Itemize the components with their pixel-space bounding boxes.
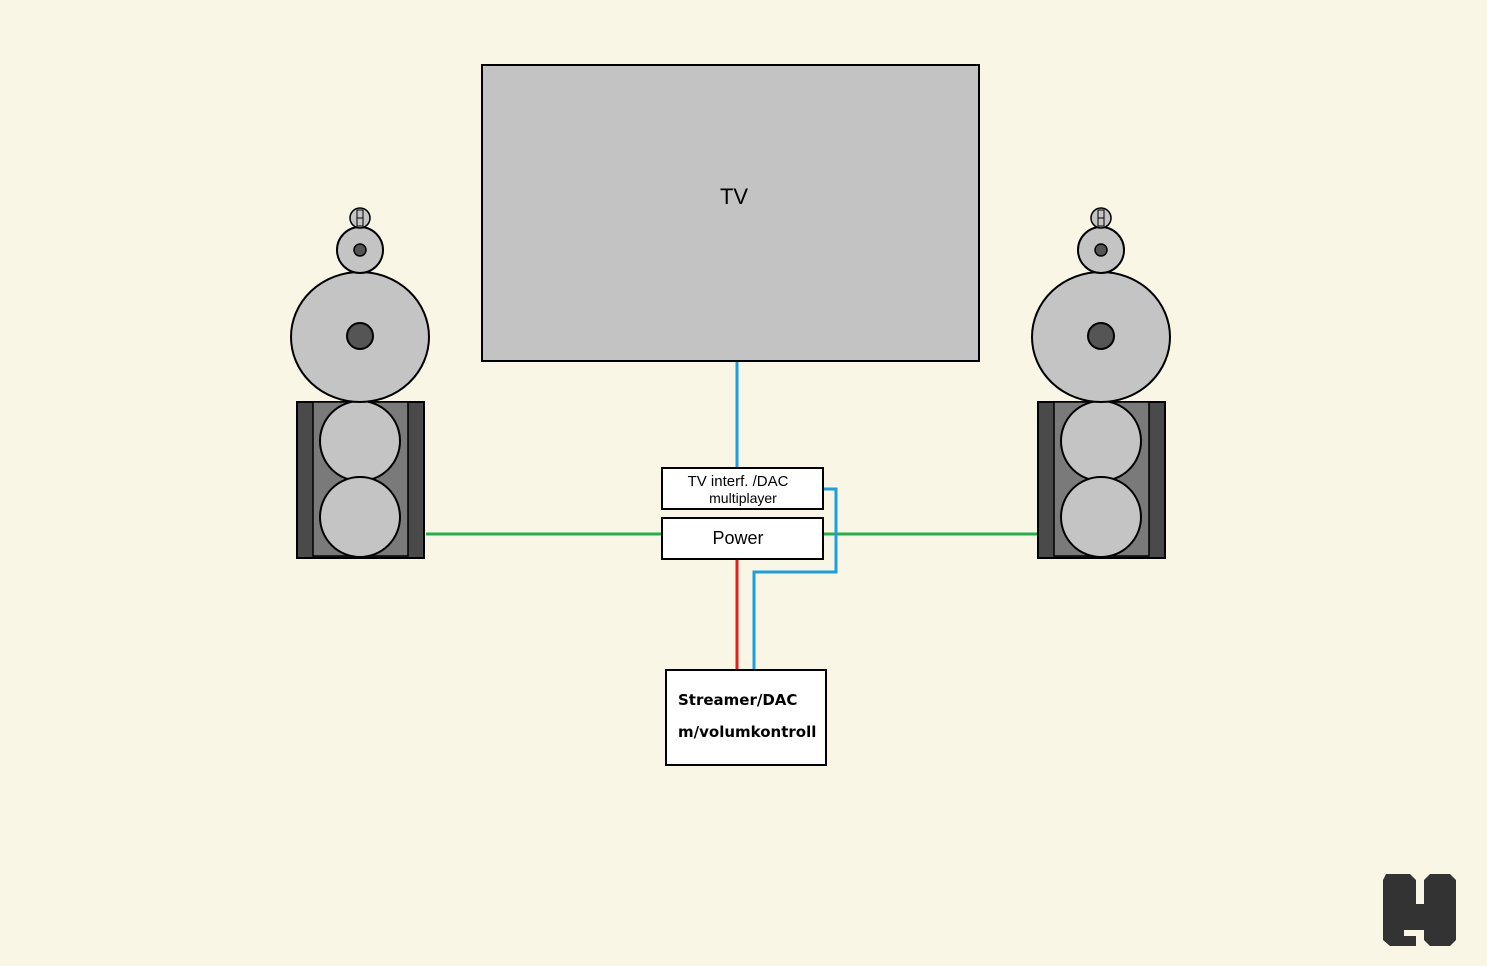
interface-label-line2: multiplayer (709, 490, 777, 506)
power-label: Power (712, 528, 763, 548)
woofer-lower (319, 476, 401, 558)
woofer-lower (1060, 476, 1142, 558)
midrange-center (346, 322, 374, 350)
interface-box: TV interf. /DAC multiplayer (661, 467, 824, 510)
interface-label-line1: TV interf. /DAC (688, 473, 789, 490)
power-box-frame (661, 517, 824, 560)
speaker-right-icon (1031, 207, 1171, 559)
midrange-center (1087, 322, 1115, 350)
woofer-upper (1060, 400, 1142, 482)
streamer-box-frame (665, 669, 827, 766)
tv: TV (481, 64, 980, 362)
streamer-label-line1: Streamer/DAC (678, 691, 797, 709)
cable-interface-to-streamer (752, 487, 838, 670)
tweeter-center (353, 243, 367, 257)
tweeter-center (1094, 243, 1108, 257)
interface-box-frame (661, 467, 824, 510)
speaker-left-icon (290, 207, 430, 559)
tv-screen (481, 64, 980, 362)
site-logo-icon (1383, 874, 1456, 946)
woofer-upper (319, 400, 401, 482)
streamer-label-line2: m/volumkontroll (678, 723, 816, 741)
tv-label: TV (720, 184, 748, 209)
streamer-box: Streamer/DAC m/volumkontroll (665, 669, 827, 766)
cables (426, 362, 1037, 670)
power-box: Power (661, 517, 824, 560)
